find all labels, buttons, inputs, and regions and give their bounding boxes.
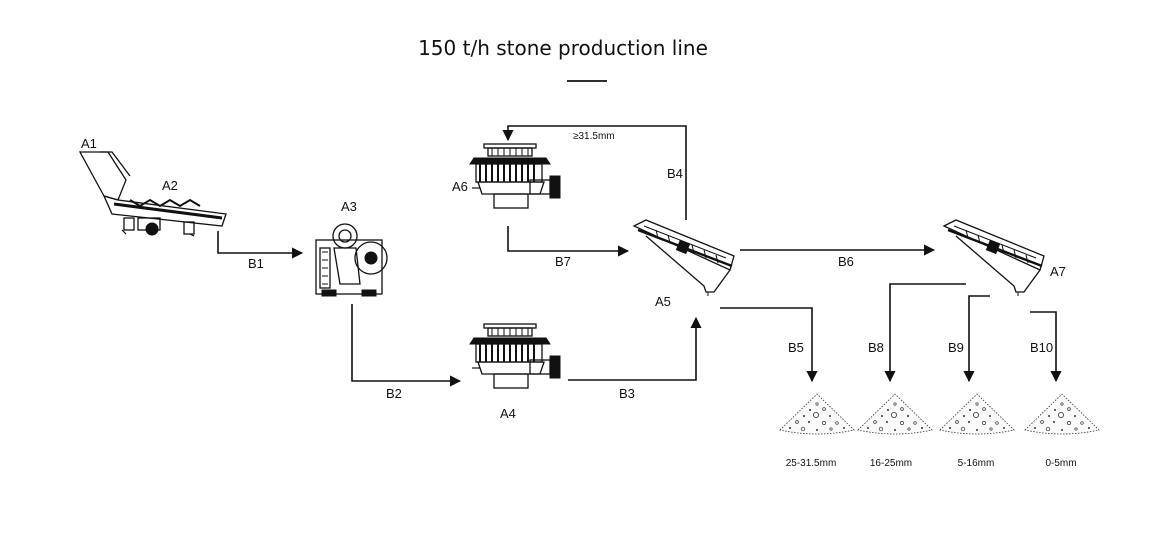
flow-b4 bbox=[502, 125, 687, 220]
label-b10: B10 bbox=[1030, 340, 1053, 355]
product-size-3: 5-16mm bbox=[958, 458, 995, 469]
label-b9: B9 bbox=[948, 340, 964, 355]
label-a5: A5 bbox=[655, 294, 671, 309]
label-b4: B4 bbox=[667, 166, 683, 181]
flow-b7 bbox=[507, 226, 630, 257]
flow-b2 bbox=[351, 304, 462, 387]
product-pile-4 bbox=[1024, 393, 1100, 435]
flow-b5 bbox=[720, 307, 818, 383]
product-pile-2 bbox=[857, 393, 933, 435]
label-b8: B8 bbox=[868, 340, 884, 355]
jaw-crusher bbox=[315, 223, 388, 297]
product-size-2: 16-25mm bbox=[870, 458, 912, 469]
product-pile-3 bbox=[939, 393, 1015, 435]
flow-b1 bbox=[217, 231, 304, 259]
label-a1: A1 bbox=[81, 136, 97, 151]
label-b5: B5 bbox=[788, 340, 804, 355]
feeder-machine bbox=[78, 151, 227, 237]
label-b6: B6 bbox=[838, 254, 854, 269]
label-b3: B3 bbox=[619, 386, 635, 401]
label-b7: B7 bbox=[555, 254, 571, 269]
cone-crusher-primary bbox=[469, 323, 561, 389]
diagram-title: 150 t/h stone production line bbox=[418, 36, 708, 60]
label-a7: A7 bbox=[1050, 264, 1066, 279]
product-pile-1 bbox=[779, 393, 855, 435]
product-size-4: 0-5mm bbox=[1045, 458, 1076, 469]
product-size-1: 25-31.5mm bbox=[786, 458, 837, 469]
flow-b8 bbox=[884, 283, 966, 383]
flow-b10 bbox=[1030, 311, 1062, 383]
label-a4: A4 bbox=[500, 406, 516, 421]
vibrating-screen-a5 bbox=[632, 218, 736, 298]
label-a3: A3 bbox=[341, 199, 357, 214]
label-a6: A6 bbox=[452, 179, 468, 194]
flow-b3 bbox=[568, 316, 702, 381]
annotation-oversize: ≥31.5mm bbox=[573, 131, 615, 142]
label-b1: B1 bbox=[248, 256, 264, 271]
cone-crusher-secondary bbox=[469, 143, 561, 209]
label-b2: B2 bbox=[386, 386, 402, 401]
label-a2: A2 bbox=[162, 178, 178, 193]
flow-b9 bbox=[963, 295, 990, 383]
